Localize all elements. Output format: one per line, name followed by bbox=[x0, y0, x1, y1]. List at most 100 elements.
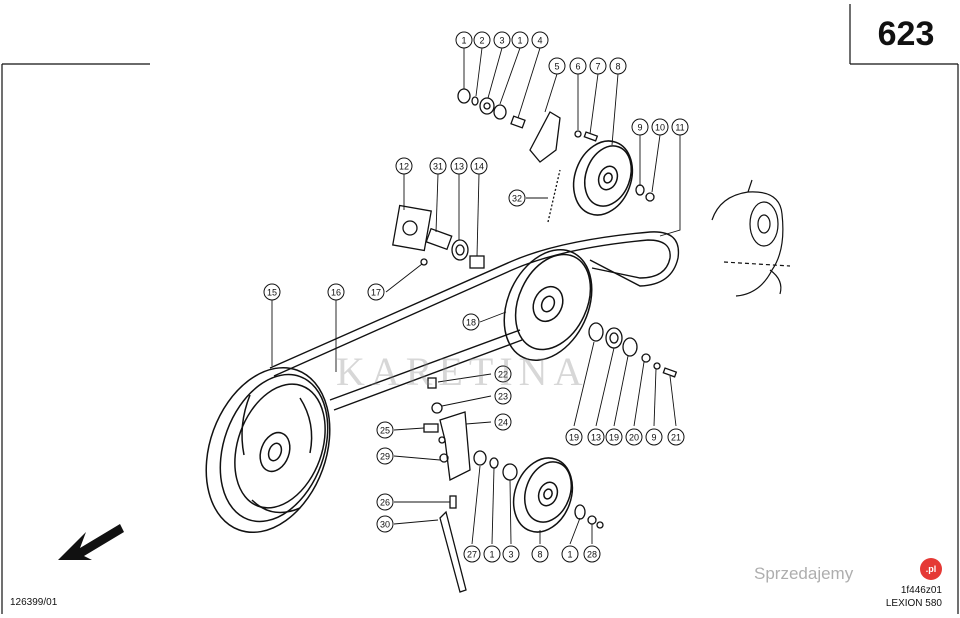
callout-label: 16 bbox=[331, 288, 341, 298]
callout-20: 20 bbox=[625, 428, 643, 446]
callout-22: 22 bbox=[494, 365, 512, 383]
callout-circle bbox=[502, 545, 520, 563]
callout-circle bbox=[667, 428, 685, 446]
callout-label: 14 bbox=[474, 162, 484, 172]
callout-label: 5 bbox=[554, 62, 559, 72]
callout-label: 19 bbox=[609, 433, 619, 443]
callout-label: 8 bbox=[615, 62, 620, 72]
callout-circle bbox=[565, 428, 583, 446]
callout-circle bbox=[376, 421, 394, 439]
callout-label: 1 bbox=[567, 550, 572, 560]
callout-circle bbox=[587, 428, 605, 446]
callout-24: 24 bbox=[494, 413, 512, 431]
callout-18: 18 bbox=[462, 313, 480, 331]
callout-circle bbox=[462, 313, 480, 331]
callout-circle bbox=[531, 545, 549, 563]
callout-circle bbox=[473, 31, 491, 49]
drive-belt bbox=[269, 231, 680, 411]
callout-1: 1 bbox=[483, 545, 501, 563]
callout-5: 5 bbox=[548, 57, 566, 75]
callout-label: 9 bbox=[651, 433, 656, 443]
callout-3: 3 bbox=[502, 545, 520, 563]
callout-label: 3 bbox=[508, 550, 513, 560]
callout-label: 24 bbox=[498, 418, 508, 428]
middle-pulley bbox=[503, 249, 593, 361]
callout-circle bbox=[645, 428, 663, 446]
direction-arrow bbox=[58, 524, 124, 560]
callout-label: 13 bbox=[591, 433, 601, 443]
callout-circle bbox=[470, 157, 488, 175]
callout-circle bbox=[548, 57, 566, 75]
callout-11: 11 bbox=[671, 118, 689, 136]
drawing-ref-code: 1f446z01 bbox=[900, 585, 942, 596]
callout-14: 14 bbox=[470, 157, 488, 175]
callout-label: 1 bbox=[489, 550, 494, 560]
callout-label: 8 bbox=[537, 550, 542, 560]
callout-label: 31 bbox=[433, 162, 443, 172]
callout-circle bbox=[429, 157, 447, 175]
callout-circle bbox=[631, 118, 649, 136]
callout-19: 19 bbox=[605, 428, 623, 446]
callout-2: 2 bbox=[473, 31, 491, 49]
callout-25: 25 bbox=[376, 421, 394, 439]
callout-circle bbox=[376, 447, 394, 465]
callout-circle bbox=[583, 545, 601, 563]
callout-label: 23 bbox=[498, 392, 508, 402]
inset-sketch bbox=[711, 179, 791, 297]
callout-13: 13 bbox=[587, 428, 605, 446]
callout-label: 26 bbox=[380, 498, 390, 508]
callout-circle bbox=[450, 157, 468, 175]
callout-8: 8 bbox=[531, 545, 549, 563]
callout-23: 23 bbox=[494, 387, 512, 405]
callout-circle bbox=[508, 189, 526, 207]
callout-31: 31 bbox=[429, 157, 447, 175]
callout-label: 21 bbox=[671, 433, 681, 443]
callout-label: 27 bbox=[467, 550, 477, 560]
callout-9: 9 bbox=[631, 118, 649, 136]
callout-label: 17 bbox=[371, 288, 381, 298]
callout-circle bbox=[511, 31, 529, 49]
callout-label: 1 bbox=[461, 36, 466, 46]
callout-circle bbox=[493, 31, 511, 49]
callout-label: 4 bbox=[537, 36, 542, 46]
callout-label: 22 bbox=[498, 370, 508, 380]
callout-label: 32 bbox=[512, 194, 522, 204]
watermark-text: KARETINA bbox=[336, 349, 589, 394]
callout-label: 10 bbox=[655, 123, 665, 133]
callout-label: 25 bbox=[380, 426, 390, 436]
callout-circle bbox=[494, 413, 512, 431]
callout-19: 19 bbox=[565, 428, 583, 446]
callout-label: 18 bbox=[466, 318, 476, 328]
callout-label: 12 bbox=[399, 162, 409, 172]
callout-circle bbox=[376, 515, 394, 533]
callout-label: 13 bbox=[454, 162, 464, 172]
callout-circle bbox=[561, 545, 579, 563]
callout-circle bbox=[494, 387, 512, 405]
callout-29: 29 bbox=[376, 447, 394, 465]
callout-26: 26 bbox=[376, 493, 394, 511]
callout-8: 8 bbox=[609, 57, 627, 75]
callout-circle bbox=[367, 283, 385, 301]
callout-label: 2 bbox=[479, 36, 484, 46]
callout-30: 30 bbox=[376, 515, 394, 533]
callout-1: 1 bbox=[561, 545, 579, 563]
callout-1: 1 bbox=[455, 31, 473, 49]
callout-7: 7 bbox=[589, 57, 607, 75]
callout-circle bbox=[455, 31, 473, 49]
callout-circle bbox=[483, 545, 501, 563]
callout-6: 6 bbox=[569, 57, 587, 75]
callout-circle bbox=[651, 118, 669, 136]
callout-label: 28 bbox=[587, 550, 597, 560]
callout-label: 30 bbox=[380, 520, 390, 530]
callout-label: 9 bbox=[637, 123, 642, 133]
callout-21: 21 bbox=[667, 428, 685, 446]
callout-3: 3 bbox=[493, 31, 511, 49]
callout-circle bbox=[531, 31, 549, 49]
frame-lines bbox=[1, 4, 959, 614]
callout-10: 10 bbox=[651, 118, 669, 136]
callout-15: 15 bbox=[263, 283, 281, 301]
callout-label: 1 bbox=[517, 36, 522, 46]
callout-16: 16 bbox=[327, 283, 345, 301]
page-number: 623 bbox=[877, 14, 935, 53]
